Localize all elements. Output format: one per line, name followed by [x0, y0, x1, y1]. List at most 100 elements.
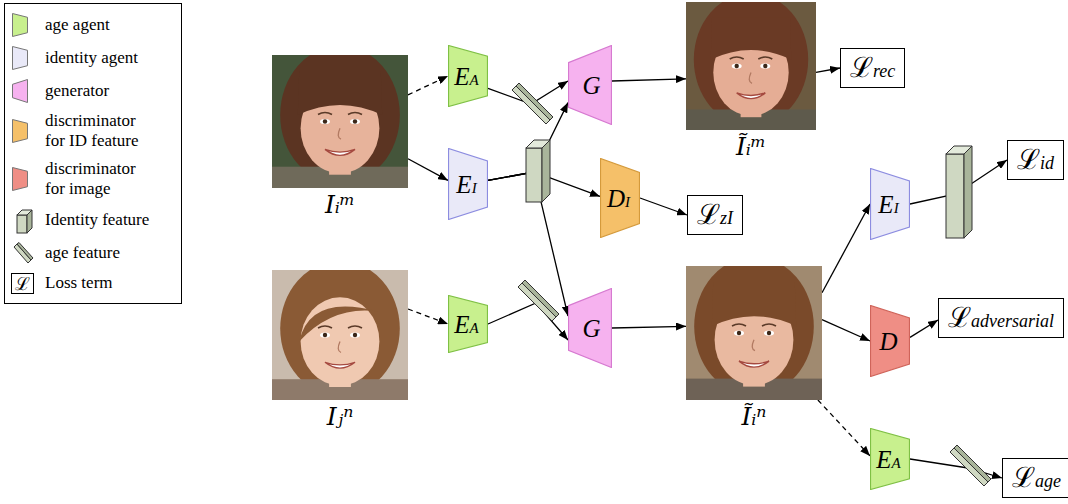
agent-outline	[871, 306, 910, 377]
legend-swatch-cell	[11, 166, 45, 192]
arrow	[408, 159, 448, 181]
agent-block: EI	[870, 168, 910, 240]
nose	[338, 128, 341, 139]
arrow	[488, 303, 568, 340]
face-photo	[686, 2, 816, 130]
bangs	[711, 17, 792, 59]
dashed-arrow	[408, 76, 448, 95]
image-caption: Iᵢᵐ	[252, 191, 428, 220]
eye	[320, 119, 330, 124]
legend-row: Identity feature	[11, 207, 175, 235]
feature-face	[512, 86, 550, 124]
legend-swatch	[11, 78, 29, 104]
image-caption: Ĩᵢⁿ	[666, 403, 842, 432]
identity-feature-sample	[11, 207, 35, 235]
feature-face	[946, 154, 964, 238]
legend-row: age feature	[11, 242, 175, 266]
legend-label: discriminator for image	[45, 159, 155, 200]
pupil	[767, 331, 771, 335]
feature-side	[522, 280, 559, 317]
loss-box: ℒzI	[687, 195, 743, 235]
arrow	[910, 320, 938, 337]
legend-swatch	[11, 12, 29, 38]
image-caption: Ĩᵢᵐ	[666, 133, 836, 162]
nose	[752, 340, 755, 351]
agent-symbol: DI	[607, 186, 630, 211]
loss-box: ℒid	[1007, 140, 1064, 180]
legend-swatch-cell: ℒ	[11, 273, 45, 295]
agent-block: EI	[448, 148, 488, 220]
arrow	[612, 326, 686, 328]
agent-block: DI	[600, 158, 640, 238]
feature-side	[542, 140, 550, 202]
feature-side	[17, 242, 33, 260]
legend-label: Identity feature	[45, 210, 155, 230]
pupil	[353, 119, 357, 123]
legend-row: generator	[11, 78, 175, 104]
brow	[732, 324, 746, 326]
agent-symbol: D	[879, 329, 897, 354]
face-photo	[272, 270, 408, 400]
feature-face	[526, 148, 542, 202]
bangs	[298, 71, 382, 115]
brow	[348, 326, 362, 328]
agent-outline	[449, 296, 488, 353]
agent-symbol: EA	[876, 447, 900, 472]
agent-symbol: G	[582, 316, 600, 341]
dashed-arrow	[818, 400, 870, 456]
eye	[350, 332, 360, 337]
agent-block: EA	[448, 295, 488, 353]
loss-box: ℒrec	[840, 48, 905, 88]
nose	[749, 72, 752, 83]
loss-symbol: ℒid	[1017, 146, 1054, 174]
age-feature-sample	[11, 242, 35, 266]
agent-symbol: EA	[454, 64, 478, 89]
brow	[758, 57, 772, 59]
hair	[280, 55, 400, 184]
legend-row: age agent	[11, 12, 175, 38]
nose	[338, 342, 341, 353]
legend-label: generator	[45, 81, 155, 101]
agent-outline	[569, 46, 612, 125]
loss-sample-symbol: ℒ	[15, 273, 30, 294]
agent-outline	[601, 159, 640, 238]
agent-outline	[569, 289, 612, 368]
agent-block: D	[870, 305, 910, 377]
pupil	[737, 331, 741, 335]
legend-swatch-cell	[11, 45, 45, 71]
feature-side	[954, 445, 991, 482]
swatch-shape	[13, 47, 28, 70]
brow	[730, 57, 744, 59]
legend-swatch-cell	[11, 118, 45, 144]
legend-swatch-cell	[11, 242, 45, 266]
legend-label: age agent	[45, 15, 155, 35]
eye	[350, 119, 360, 124]
eye	[764, 330, 774, 335]
pupil	[735, 64, 739, 68]
eye	[732, 63, 742, 68]
eye	[320, 332, 330, 337]
arrow	[910, 459, 1002, 478]
arrow	[640, 198, 687, 215]
mouth	[325, 362, 355, 368]
agent-symbol: G	[582, 73, 600, 98]
agent-symbol: EI	[456, 172, 476, 197]
loss-symbol: ℒage	[1012, 464, 1061, 492]
mouth	[325, 149, 355, 155]
image-node: Ĩᵢⁿ	[686, 266, 822, 400]
legend-row: ℒLoss term	[11, 273, 175, 295]
image-caption: Iⱼⁿ	[252, 403, 428, 432]
legend-row: discriminator for image	[11, 159, 175, 200]
identity-feature	[946, 146, 972, 238]
eye	[734, 330, 744, 335]
pupil	[323, 333, 327, 337]
loss-box: ℒage	[1002, 458, 1068, 498]
eye	[760, 63, 770, 68]
legend-swatch	[11, 45, 29, 71]
age-feature	[518, 280, 559, 321]
arrow	[612, 79, 686, 81]
identity-feature	[526, 140, 550, 202]
agent-block: G	[568, 45, 612, 125]
arrow	[822, 320, 870, 341]
